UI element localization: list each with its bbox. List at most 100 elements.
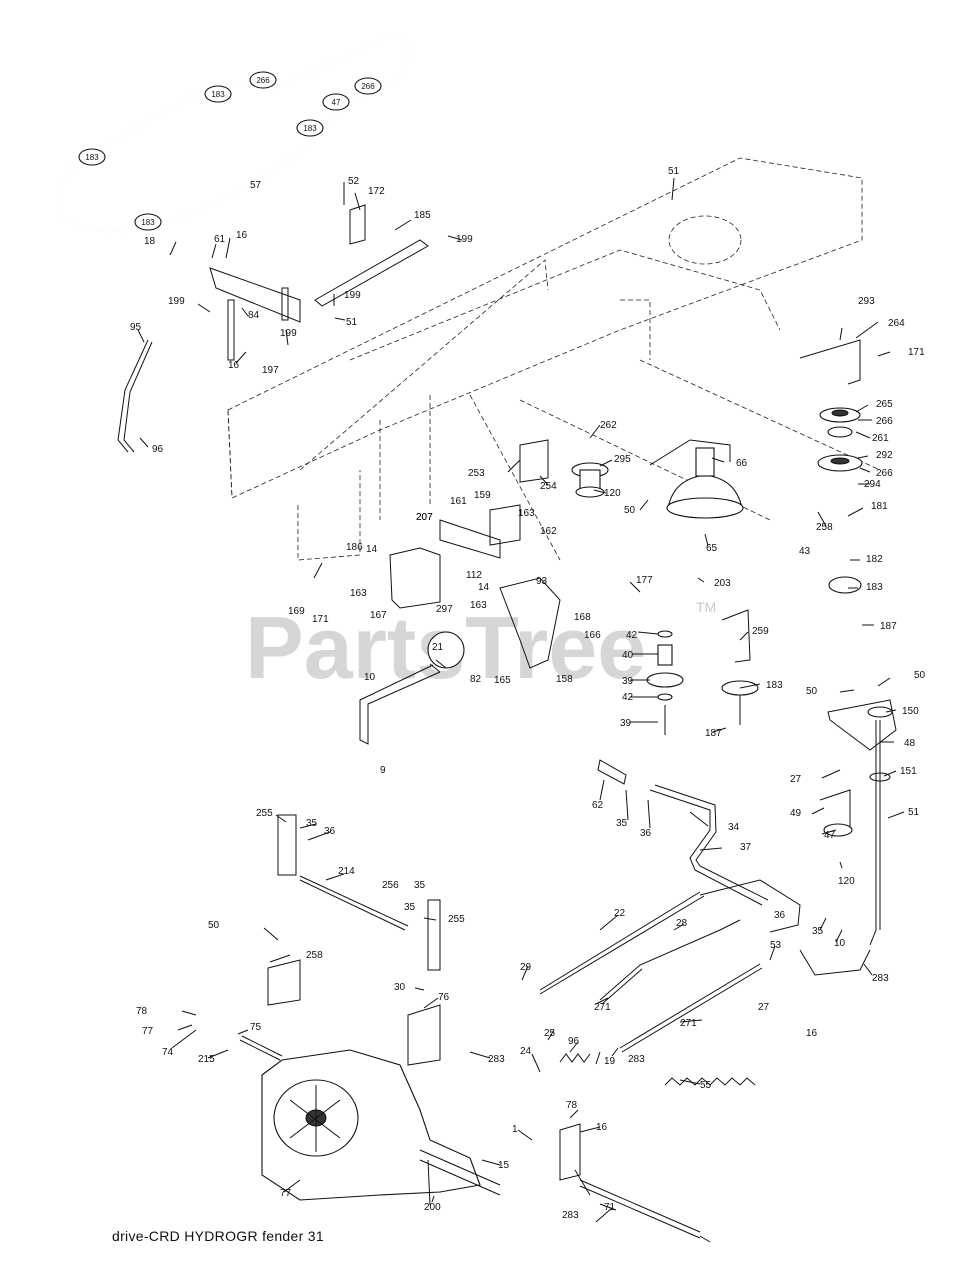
callout-40: 40 [622, 650, 634, 661]
callout-258: 258 [306, 950, 323, 961]
callout-186: 186 [346, 542, 363, 553]
callout-42: 42 [626, 630, 638, 641]
callout-297: 297 [436, 604, 453, 615]
callout-55: 55 [700, 1080, 712, 1091]
callout-200: 200 [424, 1202, 441, 1213]
callout-120: 120 [604, 488, 621, 499]
callout-82: 82 [470, 674, 482, 685]
tractor-frame [227, 157, 881, 561]
callout-262: 262 [600, 420, 617, 431]
callout-182: 182 [866, 554, 883, 565]
callout-29: 29 [520, 962, 532, 973]
springs [559, 1053, 756, 1086]
callout-19: 19 [604, 1056, 616, 1067]
callout-256: 256 [382, 880, 399, 891]
callout-34: 34 [728, 822, 740, 833]
callout-203: 203 [714, 578, 731, 589]
callout-62: 62 [592, 800, 604, 811]
callout-16: 16 [236, 230, 248, 241]
brake-linkage [819, 699, 897, 946]
callout-158: 158 [556, 674, 573, 685]
callout-15: 15 [498, 1160, 510, 1171]
belt-pulley-label: 183 [211, 90, 225, 99]
callout-207: 207 [416, 512, 433, 523]
callout-9: 9 [380, 765, 386, 776]
callout-75: 75 [250, 1022, 262, 1033]
callout-77: 77 [142, 1026, 154, 1037]
callout-18: 18 [144, 236, 156, 247]
belt-pulley-label: 47 [332, 98, 341, 107]
belt-pulley [204, 85, 232, 103]
callout-199: 199 [344, 290, 361, 301]
callout-66: 66 [736, 458, 748, 469]
callout-293: 293 [858, 296, 875, 307]
callout-35: 35 [306, 818, 318, 829]
callout-50: 50 [624, 505, 636, 516]
callout-35: 35 [616, 818, 628, 829]
callout-254: 254 [540, 481, 557, 492]
callout-74: 74 [162, 1047, 174, 1058]
callout-258: 258 [816, 522, 833, 533]
callout-271: 271 [680, 1018, 697, 1029]
callout-53: 53 [770, 940, 782, 951]
callout-93: 93 [536, 576, 548, 587]
callout-167: 167 [370, 610, 387, 621]
callout-39: 39 [622, 676, 634, 687]
callout-283: 283 [628, 1054, 645, 1065]
callout-163: 163 [518, 508, 535, 519]
callout-95: 95 [130, 322, 142, 333]
callout-16: 16 [228, 360, 240, 371]
callout-27: 27 [790, 774, 802, 785]
bypass-lever [559, 1123, 701, 1239]
callout-10: 10 [834, 938, 846, 949]
callout-197: 197 [262, 365, 279, 376]
callout-265: 265 [876, 399, 893, 410]
belt-pulley [296, 119, 324, 137]
callout-39: 39 [620, 718, 632, 729]
callout-36: 36 [640, 828, 652, 839]
callout-42: 42 [622, 692, 634, 703]
callout-37: 37 [740, 842, 752, 853]
callout-28: 28 [676, 918, 688, 929]
callout-77: 77 [280, 1188, 292, 1199]
callout-166: 166 [584, 630, 601, 641]
callout-168: 168 [574, 612, 591, 623]
callout-271: 271 [594, 1002, 611, 1013]
callout-112: 112 [466, 570, 482, 581]
callout-199: 199 [280, 328, 297, 339]
diagram-caption: drive-CRD HYDROGR fender 31 [112, 1228, 324, 1244]
callout-199: 199 [168, 296, 185, 307]
callout-51: 51 [346, 317, 358, 328]
callout-255: 255 [256, 808, 273, 819]
callout-161: 161 [450, 496, 467, 507]
belt-pulley-label: 183 [141, 218, 155, 227]
callout-51: 51 [668, 166, 680, 177]
callout-50: 50 [806, 686, 818, 697]
callout-52: 52 [348, 176, 360, 187]
callout-169: 169 [288, 606, 305, 617]
callout-187: 187 [880, 621, 897, 632]
belt-pulley-label: 266 [361, 82, 375, 91]
callout-215: 215 [198, 1054, 215, 1065]
belt-pulley [249, 71, 277, 89]
watermark-trademark: TM [696, 599, 716, 615]
variable-pulley [571, 439, 744, 519]
callout-261: 261 [872, 433, 889, 444]
callout-150: 150 [902, 706, 919, 717]
callout-71: 71 [604, 1202, 616, 1213]
callout-151: 151 [900, 766, 917, 777]
callout-35: 35 [414, 880, 426, 891]
belt-pulley-label: 183 [85, 153, 99, 162]
callout-51: 51 [908, 807, 920, 818]
callout-21: 21 [432, 642, 444, 653]
upper-linkage [117, 204, 429, 453]
callout-171: 171 [312, 614, 329, 625]
callout-76: 76 [438, 992, 450, 1003]
callout-163: 163 [350, 588, 367, 599]
callout-10: 10 [364, 672, 376, 683]
callout-185: 185 [414, 210, 431, 221]
callout-163: 163 [470, 600, 487, 611]
